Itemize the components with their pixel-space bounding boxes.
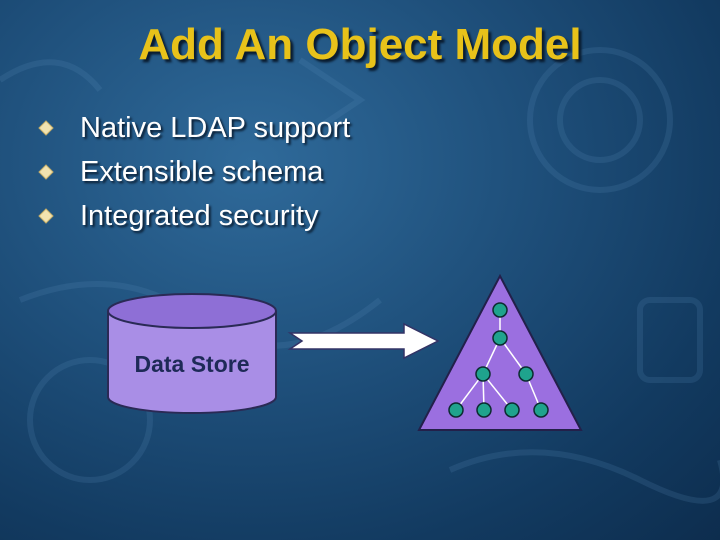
bullet-text: Integrated security — [80, 199, 319, 232]
diamond-bullet-icon — [38, 164, 54, 180]
diamond-bullet-icon — [38, 120, 54, 136]
data-store-label: Data Store — [134, 351, 249, 377]
slide-title: Add An Object Model — [138, 20, 582, 69]
tree-node — [518, 366, 534, 382]
tree-node — [475, 366, 491, 382]
bullet-item: Native LDAP support — [38, 106, 638, 150]
bullet-item: Integrated security — [38, 194, 638, 238]
tree-node — [533, 402, 549, 418]
tree-node — [476, 402, 492, 418]
bullet-text: Native LDAP support — [80, 111, 351, 144]
right-arrow-icon — [287, 322, 440, 360]
bullet-item: Extensible schema — [38, 150, 638, 194]
tree-node — [448, 402, 464, 418]
data-store-cylinder: Data Store — [107, 293, 277, 414]
tree-node — [504, 402, 520, 418]
tree-node — [492, 302, 508, 318]
bullet-text: Extensible schema — [80, 155, 324, 188]
directory-tree-icon — [417, 273, 583, 431]
bullet-list: Native LDAP support Extensible schema In… — [38, 106, 638, 238]
tree-node — [492, 330, 508, 346]
diamond-bullet-icon — [38, 208, 54, 224]
